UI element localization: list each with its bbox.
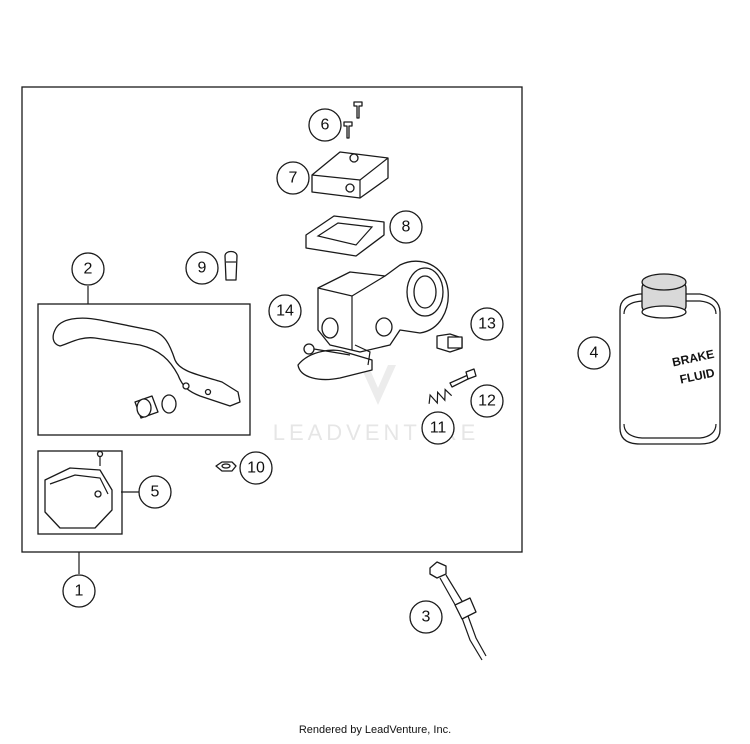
callout-1: 1 bbox=[62, 574, 96, 608]
lever-bushing bbox=[134, 394, 177, 419]
callout-9: 9 bbox=[185, 251, 219, 285]
callout-4: 4 bbox=[577, 336, 611, 370]
svg-text:3: 3 bbox=[422, 609, 431, 626]
svg-text:7: 7 bbox=[289, 170, 298, 187]
reservoir-screws bbox=[343, 101, 363, 139]
footer-credit: Rendered by LeadVenture, Inc. bbox=[298, 724, 452, 736]
reservoir-cover bbox=[311, 151, 389, 199]
svg-text:12: 12 bbox=[478, 393, 496, 410]
svg-text:4: 4 bbox=[590, 345, 599, 362]
reservoir-diaphragm bbox=[305, 215, 385, 257]
svg-text:10: 10 bbox=[247, 460, 265, 477]
adjuster-screw bbox=[449, 368, 477, 388]
svg-text:5: 5 bbox=[151, 484, 160, 501]
svg-text:13: 13 bbox=[478, 316, 496, 333]
svg-text:11: 11 bbox=[430, 420, 447, 437]
master-cylinder-body bbox=[317, 260, 449, 353]
lever-pin bbox=[224, 250, 238, 281]
svg-text:2: 2 bbox=[84, 261, 93, 278]
svg-text:14: 14 bbox=[276, 303, 294, 320]
callout-3: 3 bbox=[409, 600, 443, 634]
callout-14: 14 bbox=[268, 294, 302, 328]
callout-11: 11 bbox=[421, 411, 455, 445]
clamp-bolt bbox=[436, 333, 463, 353]
nut bbox=[215, 461, 237, 472]
hand-lever bbox=[52, 317, 241, 407]
assembly-box bbox=[21, 86, 523, 553]
lever-protector bbox=[44, 450, 113, 529]
svg-text:6: 6 bbox=[321, 117, 330, 134]
callout-12: 12 bbox=[470, 384, 504, 418]
callout-2: 2 bbox=[71, 252, 105, 286]
brake-hose bbox=[429, 561, 487, 661]
callout-8: 8 bbox=[389, 210, 423, 244]
spring bbox=[428, 388, 453, 405]
svg-text:1: 1 bbox=[75, 583, 84, 600]
callout-6: 6 bbox=[308, 108, 342, 142]
svg-text:8: 8 bbox=[402, 219, 411, 236]
callout-10: 10 bbox=[239, 451, 273, 485]
piston-pushrod bbox=[297, 343, 373, 381]
svg-text:9: 9 bbox=[198, 260, 207, 277]
callout-13: 13 bbox=[470, 307, 504, 341]
brake-fluid-bottle: BRAKE FLUID bbox=[619, 273, 721, 445]
callout-5: 5 bbox=[138, 475, 172, 509]
callout-7: 7 bbox=[276, 161, 310, 195]
lever-subbox bbox=[37, 303, 251, 436]
